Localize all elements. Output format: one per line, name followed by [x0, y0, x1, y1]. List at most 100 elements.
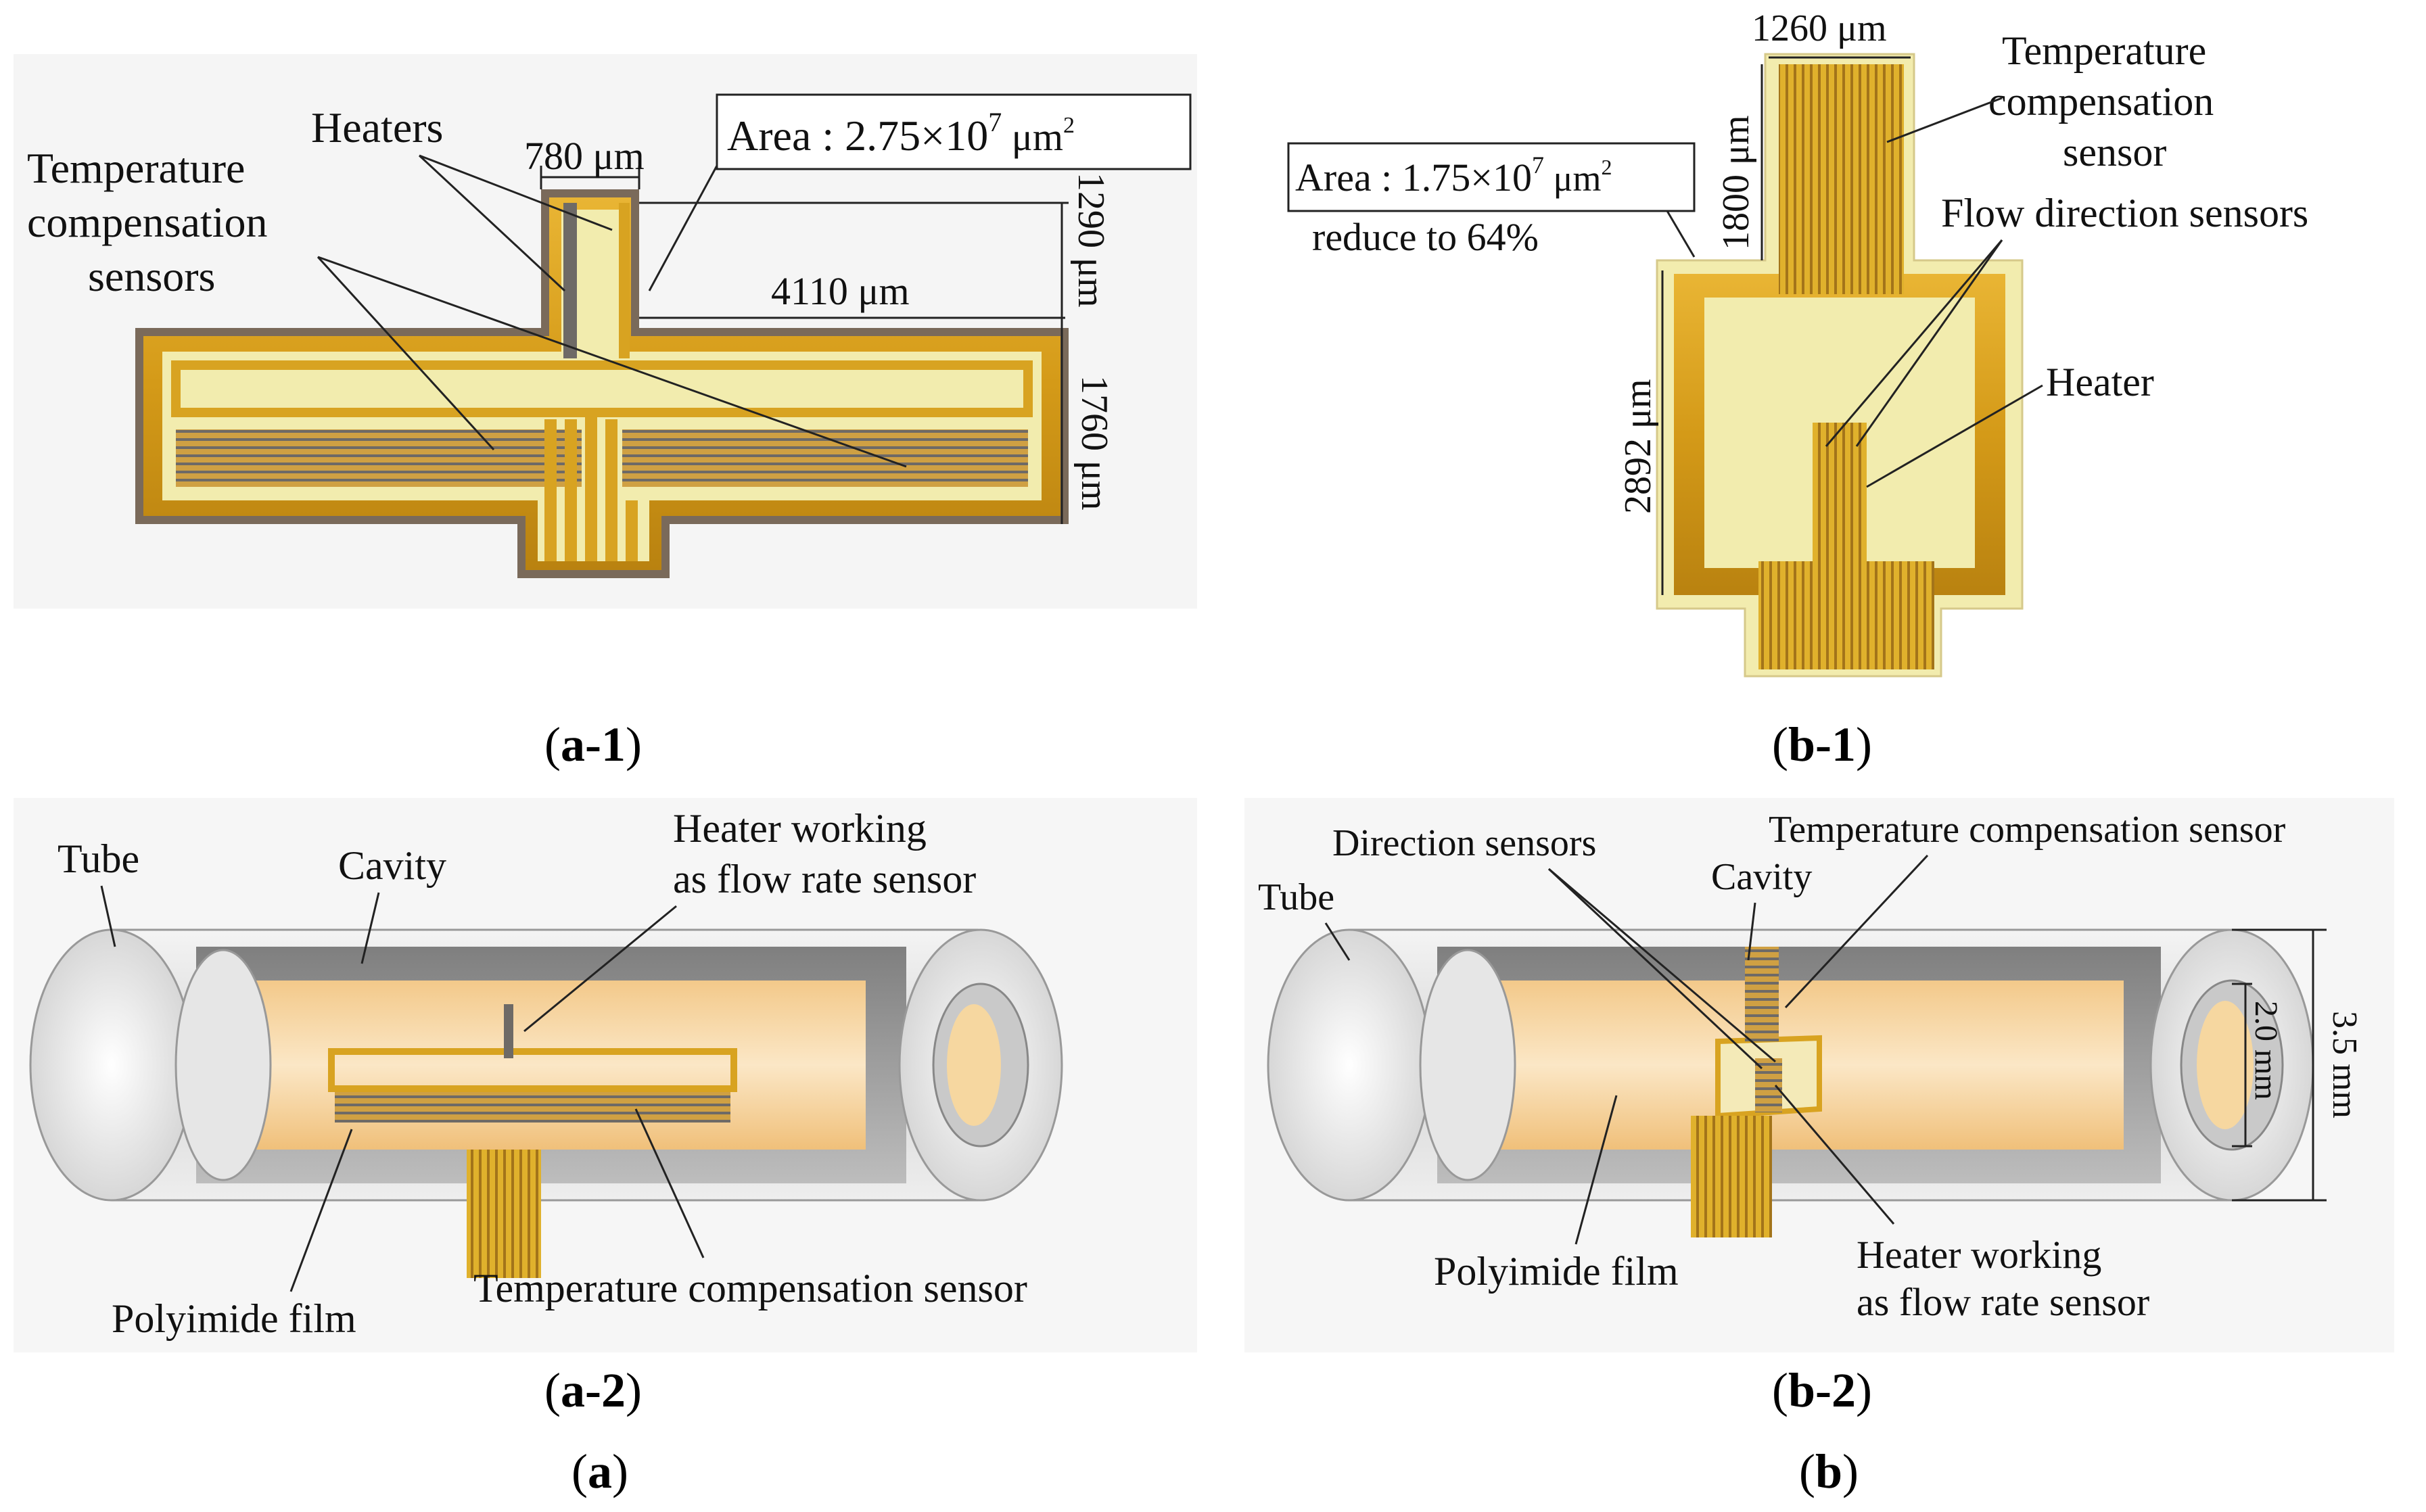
- b2-dim-outer-text: 3.5 mm: [2325, 1011, 2364, 1118]
- panel-a2: Tube Cavity Heater working as flow rate …: [14, 798, 1197, 1498]
- leader-heater-b1: [1866, 384, 2043, 488]
- caption-a1: (a-1): [544, 717, 642, 772]
- caption-b: (b): [1799, 1444, 1859, 1498]
- a2-left-cap: [29, 928, 194, 1202]
- a2-heater-stem: [504, 1004, 513, 1058]
- area-box-a1: [716, 93, 1192, 170]
- dim-1290-text: 1290 μm: [1070, 172, 1112, 308]
- lead-4: [605, 419, 617, 561]
- b2-dim-inner-refs: [2232, 983, 2252, 1148]
- dim-2892-text: 2892 μm: [1617, 379, 1659, 514]
- b2-right-bore-inner: [2197, 1001, 2254, 1129]
- leader-b2-tcs: [1784, 854, 1929, 1009]
- leader-a2-film: [289, 1129, 353, 1292]
- label-b2-film: Polyimide film: [1434, 1249, 1679, 1294]
- label-a2-cavity: Cavity: [338, 843, 446, 888]
- leader-b2-cavity: [1747, 902, 1756, 961]
- panel-b1: 1260 μm 1800 μm 2892 μm Area : 1.75×107 …: [1287, 7, 2308, 772]
- leader-flow-1: [1825, 239, 2003, 447]
- leader-b2-direction-1: [1547, 868, 1763, 1070]
- leader-b2-direction-2: [1548, 868, 1776, 1063]
- panel-b2: 3.5 mm 2.0 mm Direction sensors Temperat…: [1244, 798, 2394, 1498]
- lead-2: [565, 419, 577, 561]
- dim-780-text: 780 μm: [524, 134, 645, 178]
- tcs-left-band: [176, 429, 582, 487]
- lead-3: [585, 412, 597, 561]
- dim-1260-text: 1260 μm: [1752, 7, 1887, 49]
- b2-dim-inner-text: 2.0 mm: [2248, 1001, 2284, 1100]
- label-b2-tcs: Temperature compensation sensor: [1769, 809, 2286, 851]
- reduce-text: reduce to 64%: [1312, 215, 1539, 259]
- leader-tcs-2: [317, 256, 907, 468]
- caption-a2: (a-2): [544, 1363, 642, 1417]
- leader-area-a1: [648, 165, 718, 291]
- leader-b2-tube: [1324, 922, 1351, 961]
- leader-a2-tube: [100, 885, 116, 947]
- leader-heaters-1: [418, 154, 566, 292]
- leader-a2-heater: [523, 905, 677, 1033]
- heater-stem-left: [563, 203, 577, 358]
- label-heaters: Heaters: [311, 103, 443, 151]
- area-text-b1: Area : 1.75×107 μm2: [1295, 151, 1612, 199]
- label-heater-b1: Heater: [2046, 360, 2154, 404]
- b1-heater-stripes: [1813, 423, 1867, 582]
- a2-tcs-band: [335, 1092, 730, 1123]
- sensor-b1-chip: [1656, 53, 2024, 678]
- heater-stem-right: [619, 203, 630, 358]
- caption-a: (a): [571, 1444, 628, 1498]
- label-b1-tcs-line3: sensor: [2063, 130, 2166, 174]
- b2-dim-outer-refs: [2232, 928, 2327, 1202]
- dim-1800-text: 1800 μm: [1715, 115, 1757, 250]
- label-b2-heater-line1: Heater working: [1857, 1233, 2101, 1277]
- label-b2-heater-line2: as flow rate sensor: [1857, 1280, 2149, 1324]
- lead-1: [544, 419, 557, 561]
- label-a2-film: Polyimide film: [112, 1296, 356, 1341]
- dim-780-ticks: [540, 166, 640, 189]
- a2-right-bore-inner: [947, 1004, 1001, 1126]
- area-text-a1: Area : 2.75×107 μm2: [727, 107, 1075, 160]
- heater-loop: [171, 360, 1033, 417]
- a2-left-inner-cap: [174, 949, 272, 1181]
- b2-left-inner-cap: [1419, 949, 1516, 1181]
- tcs-right-band: [622, 429, 1028, 487]
- leader-flow-2: [1855, 239, 2003, 447]
- sensor-a1-chip: [135, 189, 1069, 578]
- label-b2-cavity: Cavity: [1711, 856, 1812, 898]
- a2-leads: [467, 1150, 541, 1278]
- leader-area-b1: [1666, 210, 1696, 258]
- dim-1760-text: 1760 μm: [1073, 375, 1115, 511]
- leader-b1-tcs: [1886, 97, 2003, 143]
- label-tcs-line2: compensation: [27, 198, 267, 246]
- leader-b2-film: [1574, 1095, 1618, 1245]
- label-tcs-line3: sensors: [88, 252, 215, 300]
- b1-tcs-stripes: [1779, 64, 1904, 294]
- lead-5: [626, 500, 638, 561]
- caption-b2: (b-2): [1772, 1363, 1872, 1417]
- b2-tcs-band: [1745, 947, 1779, 1041]
- label-b2-tube: Tube: [1258, 876, 1334, 918]
- label-a2-tcs: Temperature compensation sensor: [473, 1266, 1027, 1310]
- leader-tcs-1: [317, 256, 495, 451]
- caption-b1: (b-1): [1772, 717, 1872, 772]
- a2-heater-loop: [328, 1048, 737, 1092]
- b2-leads: [1691, 1116, 1772, 1237]
- heater-loop-inner: [186, 375, 1018, 404]
- label-flow-direction: Flow direction sensors: [1941, 191, 2308, 235]
- b1-lead-pads: [1758, 561, 1934, 669]
- label-b1-tcs-line1: Temperature: [2002, 28, 2206, 73]
- leader-a2-cavity: [360, 892, 380, 964]
- label-a2-tube: Tube: [57, 836, 139, 881]
- label-b2-direction: Direction sensors: [1332, 822, 1596, 864]
- label-b1-tcs-line2: compensation: [1988, 79, 2214, 124]
- dim-4110-text: 4110 μm: [771, 269, 910, 313]
- label-tcs-line1: Temperature: [27, 144, 245, 192]
- label-a2-heater-line2: as flow rate sensor: [673, 857, 976, 901]
- leader-a2-tcs: [634, 1108, 705, 1258]
- leader-b2-heater: [1774, 1085, 1895, 1225]
- leader-heaters-2: [419, 154, 613, 231]
- label-a2-heater-line1: Heater working: [673, 806, 927, 851]
- panel-a1: Heaters Temperature compensation sensors…: [14, 54, 1197, 772]
- b2-left-cap: [1267, 928, 1432, 1202]
- area-box-b1: [1287, 142, 1696, 212]
